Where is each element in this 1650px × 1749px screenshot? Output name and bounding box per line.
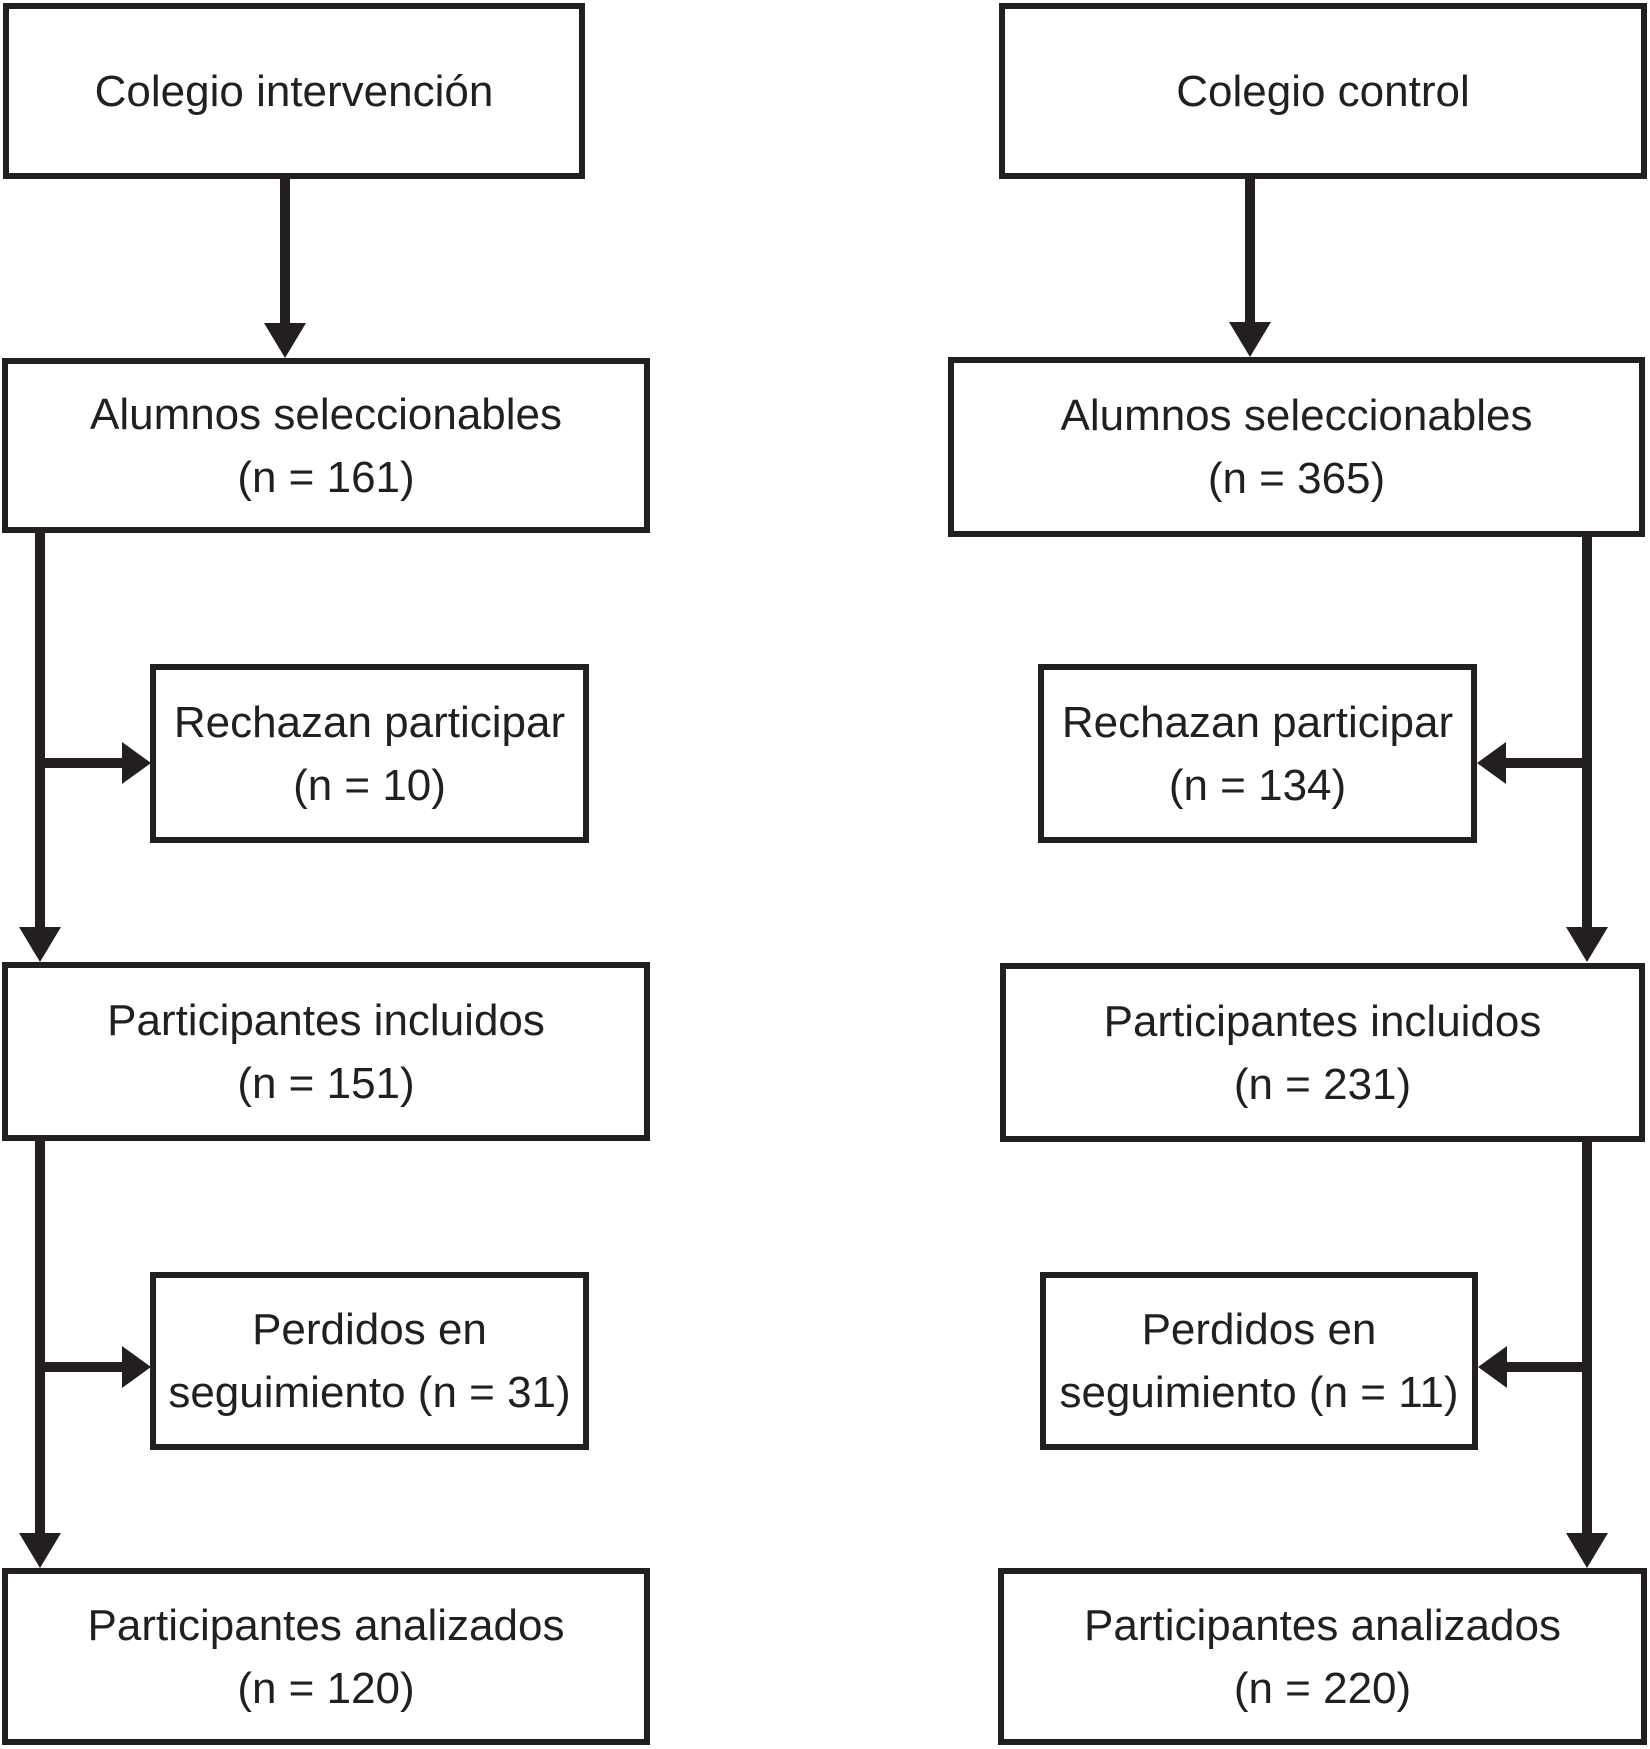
arrow-down-icon bbox=[1566, 1533, 1608, 1568]
box-label: Alumnos seleccionables bbox=[89, 389, 563, 439]
arrow-left-icon bbox=[1478, 1346, 1507, 1388]
connector-intervention-top-shaft bbox=[280, 179, 290, 326]
box-intervention-included: Participantes incluidos (n = 151) bbox=[2, 962, 650, 1141]
box-label-line2: seguimiento (n = 11) bbox=[1059, 1368, 1459, 1417]
box-control-school: Colegio control bbox=[999, 3, 1647, 179]
box-n-value: (n = 220) bbox=[1233, 1663, 1412, 1713]
box-label: Participantes analizados bbox=[87, 1600, 565, 1650]
box-n-value: (n = 10) bbox=[293, 760, 446, 810]
box-intervention-refused: Rechazan participar (n = 10) bbox=[150, 664, 589, 843]
box-control-included: Participantes incluidos (n = 231) bbox=[1000, 963, 1645, 1142]
connector-control-trunk2 bbox=[1582, 1142, 1592, 1535]
box-n-value: (n = 365) bbox=[1207, 454, 1386, 503]
arrow-down-icon bbox=[1566, 927, 1608, 962]
arrow-left-icon bbox=[1477, 742, 1506, 784]
box-label: Rechazan participar bbox=[1061, 697, 1454, 747]
box-label: Participantes incluidos bbox=[1103, 996, 1542, 1046]
box-label: Alumnos seleccionables bbox=[1060, 391, 1533, 440]
box-control-analyzed: Participantes analizados (n = 220) bbox=[998, 1568, 1647, 1745]
box-label: Participantes analizados bbox=[1084, 1600, 1561, 1650]
connector-intervention-refused-branch bbox=[40, 758, 122, 768]
connector-intervention-trunk1 bbox=[35, 533, 45, 929]
box-label: Colegio intervención bbox=[94, 66, 494, 116]
connector-control-trunk1 bbox=[1582, 537, 1592, 928]
arrow-down-icon bbox=[19, 927, 61, 962]
box-control-eligible: Alumnos seleccionables (n = 365) bbox=[948, 357, 1645, 537]
box-label: Colegio control bbox=[1176, 66, 1470, 116]
arrow-right-icon bbox=[122, 742, 151, 784]
box-control-refused: Rechazan participar (n = 134) bbox=[1038, 664, 1477, 843]
box-label: Perdidos en bbox=[1141, 1305, 1377, 1354]
arrow-down-icon bbox=[264, 323, 306, 358]
connector-intervention-trunk2 bbox=[35, 1141, 45, 1535]
box-control-lost: Perdidos en seguimiento (n = 11) bbox=[1040, 1272, 1478, 1450]
box-label: Perdidos en bbox=[252, 1305, 487, 1354]
box-intervention-lost: Perdidos en seguimiento (n = 31) bbox=[150, 1272, 589, 1450]
connector-intervention-lost-branch bbox=[40, 1362, 122, 1372]
box-intervention-eligible: Alumnos seleccionables (n = 161) bbox=[2, 358, 650, 533]
box-intervention-analyzed: Participantes analizados (n = 120) bbox=[2, 1568, 650, 1745]
connector-control-lost-branch bbox=[1507, 1362, 1588, 1372]
arrow-down-icon bbox=[19, 1533, 61, 1568]
box-label: Rechazan participar bbox=[173, 697, 566, 747]
box-intervention-school: Colegio intervención bbox=[3, 3, 585, 179]
box-n-value: (n = 120) bbox=[237, 1663, 415, 1713]
box-n-value: (n = 231) bbox=[1233, 1059, 1412, 1109]
arrow-down-icon bbox=[1229, 322, 1271, 357]
box-n-value: (n = 134) bbox=[1168, 760, 1347, 810]
box-label-line2: seguimiento (n = 31) bbox=[168, 1368, 571, 1417]
connector-control-top-shaft bbox=[1245, 179, 1255, 325]
arrow-right-icon bbox=[122, 1346, 151, 1388]
box-n-value: (n = 151) bbox=[237, 1058, 415, 1108]
box-label: Participantes incluidos bbox=[107, 995, 545, 1045]
box-n-value: (n = 161) bbox=[237, 452, 415, 502]
connector-control-refused-branch bbox=[1506, 758, 1587, 768]
